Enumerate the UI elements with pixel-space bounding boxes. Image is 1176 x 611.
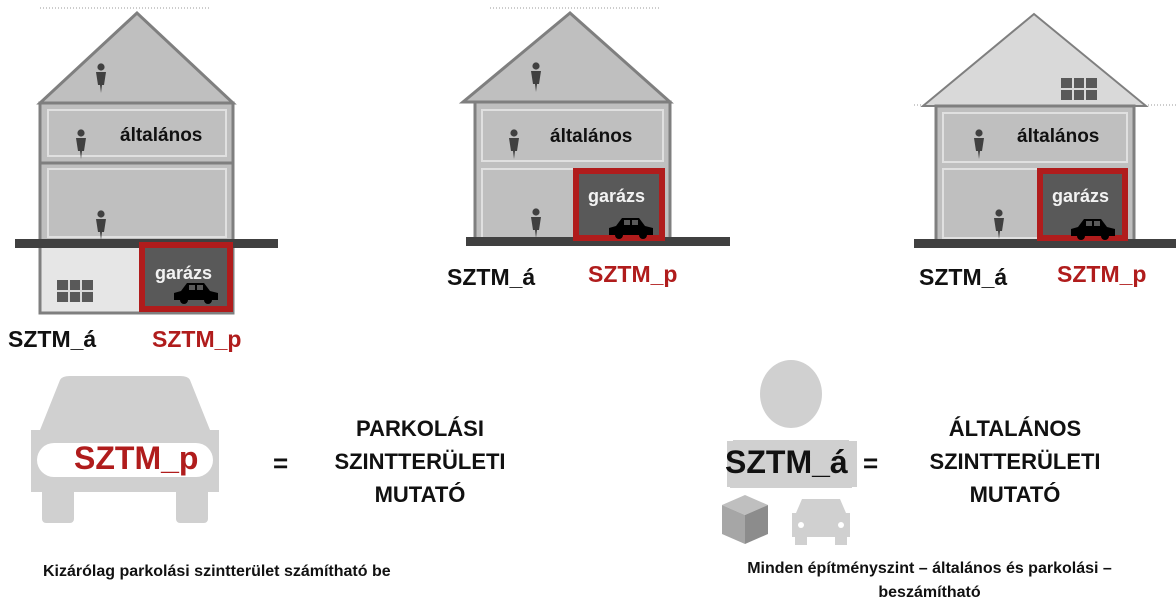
box-icon: [722, 495, 768, 544]
person-icon: [727, 360, 857, 488]
parking-def-line3: MUTATÓ: [374, 482, 466, 507]
house-2: [458, 7, 730, 246]
general-note-line2: beszámítható: [878, 584, 981, 601]
sztm-a-label: SZTM_á: [8, 326, 97, 352]
sztm-a-label: SZTM_á: [447, 264, 536, 290]
sztm-p-label: SZTM_p: [588, 261, 678, 287]
equals-sign: =: [273, 448, 289, 478]
equals-sign: =: [863, 448, 879, 478]
general-label: általános: [1017, 126, 1100, 147]
general-def: ÁLTALÁNOS SZINTTERÜLETI MUTATÓ: [905, 412, 1125, 511]
garage-label: garázs: [155, 263, 213, 283]
sztm-p-badge: SZTM_p: [74, 440, 199, 476]
parking-def: PARKOLÁSI SZINTTERÜLETI MUTATÓ: [310, 412, 530, 511]
general-def-line1: ÁLTALÁNOS: [948, 416, 1082, 441]
parking-note: Kizárólag parkolási szintterület számíth…: [43, 563, 391, 580]
parking-def-line1: PARKOLÁSI: [356, 416, 484, 441]
general-label: általános: [120, 125, 203, 146]
general-note-line1: Minden építményszint – általános és park…: [747, 560, 1112, 577]
general-note: Minden építményszint – általános és park…: [683, 557, 1176, 605]
window-icon: [56, 279, 94, 303]
sztm-p-label: SZTM_p: [152, 326, 242, 352]
garage-label: garázs: [1052, 186, 1110, 206]
sztm-a-badge: SZTM_á: [725, 444, 848, 480]
sztm-a-label: SZTM_á: [919, 264, 1008, 290]
car-icon: [792, 499, 850, 545]
parking-def-line2: SZINTTERÜLETI: [334, 449, 506, 474]
house-3: [914, 12, 1176, 248]
car-icon: [31, 376, 219, 523]
general-label: általános: [550, 126, 633, 147]
general-def-line3: MUTATÓ: [969, 482, 1061, 507]
sztm-p-label: SZTM_p: [1057, 261, 1147, 287]
garage-label: garázs: [588, 186, 646, 206]
general-def-line2: SZINTTERÜLETI: [929, 449, 1101, 474]
window-icon: [1060, 77, 1098, 101]
house-1: [15, 7, 278, 315]
